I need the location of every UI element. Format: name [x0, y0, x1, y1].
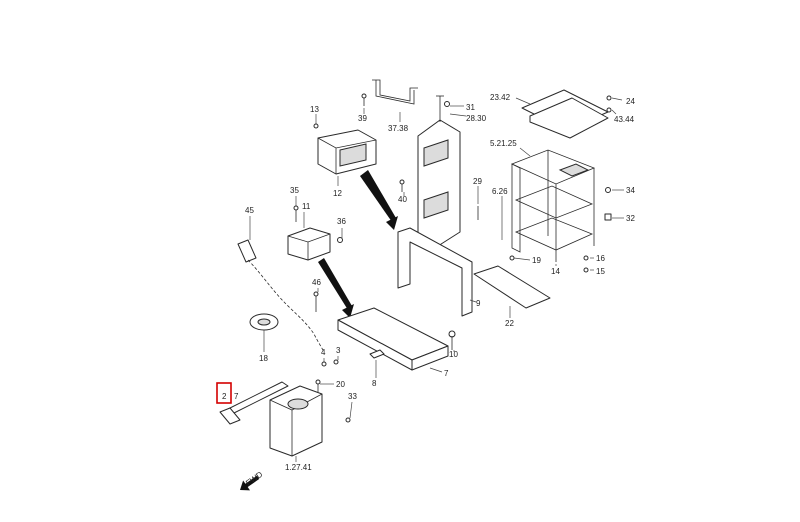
label-23-42: 23.42: [490, 93, 511, 102]
label-8: 8: [372, 379, 377, 388]
bracket-frame: [417, 95, 461, 247]
label-5-21-25: 5.21.25: [490, 139, 517, 148]
fasteners: [293, 93, 612, 423]
label-28-30: 28.30: [466, 114, 487, 123]
grommet-18: [249, 313, 279, 331]
label-7: 7: [444, 369, 449, 378]
label-35: 35: [290, 186, 299, 195]
part-labels: 13 39 37.38 31 28.30 23.42 24 43.44 5.21…: [222, 93, 635, 472]
label-20: 20: [336, 380, 345, 389]
label-12: 12: [333, 189, 342, 198]
front-direction-marker: FWD: [240, 470, 264, 491]
label-6-26: 6.26: [492, 187, 508, 196]
label-2: 2: [222, 392, 227, 401]
label-33: 33: [348, 392, 357, 401]
label-10: 10: [449, 350, 458, 359]
label-7-b: 7: [234, 392, 239, 401]
label-24: 24: [626, 97, 635, 106]
bracket-9: [397, 227, 473, 317]
highlight-box: [216, 382, 232, 404]
label-3: 3: [336, 346, 341, 355]
label-16: 16: [596, 254, 605, 263]
plate-7: [337, 307, 449, 371]
label-9: 9: [476, 299, 481, 308]
label-43-44: 43.44: [614, 115, 635, 124]
assembly-arrows: [318, 170, 398, 318]
label-1-27-41: 1.27.41: [285, 463, 312, 472]
label-34: 34: [626, 186, 635, 195]
box-1-27-41: [219, 381, 323, 457]
plate-23-42: [521, 89, 609, 139]
label-14: 14: [551, 267, 560, 276]
label-39: 39: [358, 114, 367, 123]
label-40: 40: [398, 195, 407, 204]
box-12: [317, 129, 377, 175]
frame-stand: [510, 149, 596, 262]
label-22: 22: [505, 319, 514, 328]
leader-lines: [249, 97, 624, 462]
label-4: 4: [321, 348, 326, 357]
label-13: 13: [310, 105, 319, 114]
label-11: 11: [302, 202, 311, 211]
label-45: 45: [245, 206, 254, 215]
label-19: 19: [532, 256, 541, 265]
label-29: 29: [473, 177, 482, 186]
label-36: 36: [337, 217, 346, 226]
label-32: 32: [626, 214, 635, 223]
label-18: 18: [259, 354, 268, 363]
direction-text: FWD: [244, 470, 264, 488]
plate-22: [473, 265, 551, 309]
label-15: 15: [596, 267, 605, 276]
cable-45: [237, 239, 325, 353]
label-31: 31: [466, 103, 475, 112]
block-11: [287, 227, 331, 261]
bracket-37-38: [372, 79, 418, 105]
label-46: 46: [312, 278, 321, 287]
label-37-38: 37.38: [388, 124, 409, 133]
